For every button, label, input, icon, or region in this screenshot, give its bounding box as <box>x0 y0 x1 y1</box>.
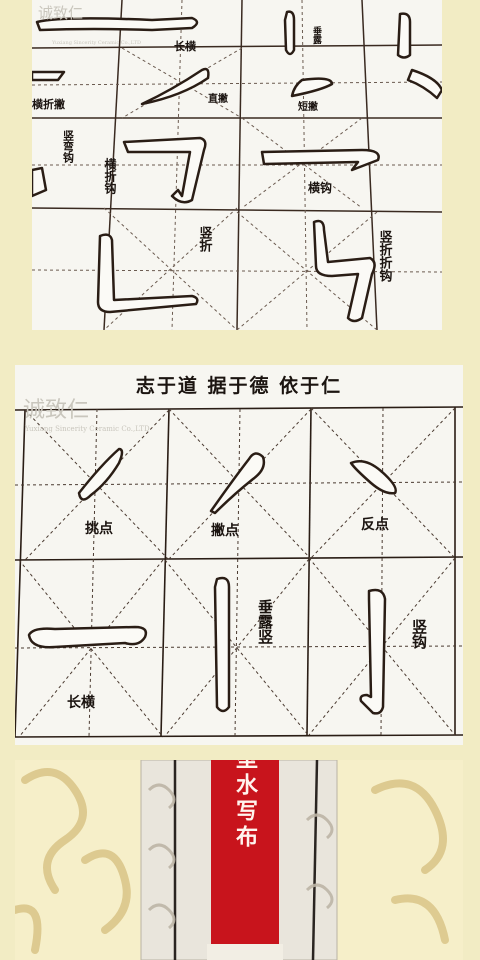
product-package-photo: 新型水写布 <box>15 760 463 960</box>
top-practice-sheet-photo: 长横 垂露 直撇 短撇 横折撇 竖弯钩 横折钩 横钩 竖折 竖折折钩 诚致仁 Y… <box>32 0 442 330</box>
stroke-label-5: 竖钩 <box>410 619 428 650</box>
label-l3: 直撇 <box>208 92 228 105</box>
label-l2: 垂露 <box>311 25 322 45</box>
stroke-label-1: 撇点 <box>211 522 239 539</box>
stroke-label-0: 挑点 <box>85 520 113 537</box>
label-l8: 横钩 <box>308 180 332 195</box>
middle-practice-sheet-photo: 志于道 据于德 依于仁 <box>15 365 463 745</box>
stroke-label-2: 反点 <box>361 516 389 533</box>
label-l10: 竖折折钩 <box>377 230 393 283</box>
label-l7: 横折钩 <box>103 157 117 195</box>
product-banner-text: 新型水写布 <box>232 760 258 851</box>
watermark-brand-top: 诚致仁 <box>38 4 83 22</box>
watermark-brand-mid: 诚致仁 <box>23 398 89 423</box>
label-l4: 短撇 <box>298 100 318 113</box>
watermark-company-mid: Yuxiang Sincerity Ceramic Co.,LTD <box>24 425 150 433</box>
label-l9: 竖折 <box>197 226 213 253</box>
dragon-pattern <box>15 768 449 954</box>
product-banner <box>211 760 279 944</box>
label-l6: 竖弯钩 <box>62 129 75 164</box>
watermark-company-top: Yuxiang Sincerity Ceramic Co.,LTD <box>51 40 141 46</box>
label-l1: 长横 <box>174 39 197 53</box>
stroke-label-4: 垂露竖 <box>256 598 274 644</box>
stroke-label-3: 长横 <box>67 694 96 711</box>
label-l5: 横折撇 <box>32 97 65 111</box>
sheet-header: 志于道 据于德 依于仁 <box>136 374 342 397</box>
